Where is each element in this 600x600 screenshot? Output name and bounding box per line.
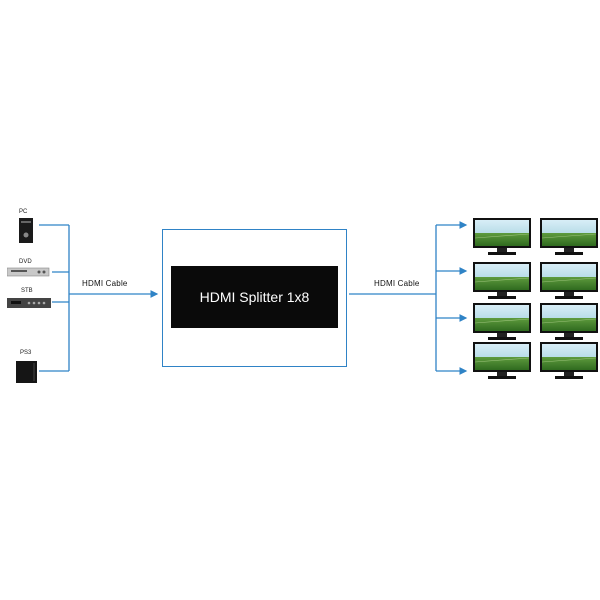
input-cable-label: HDMI Cable [82, 279, 128, 288]
tv-display-icon [473, 342, 531, 382]
source-label-ps3: PS3 [20, 350, 32, 356]
tv-display-icon [540, 303, 598, 343]
tv-display-icon [540, 342, 598, 382]
splitter-label: HDMI Splitter 1x8 [199, 289, 310, 305]
source-label-stb: STB [21, 288, 33, 294]
dvd-player-icon [7, 267, 50, 277]
tv-display-icon [473, 218, 531, 258]
pc-tower-icon [19, 218, 33, 243]
source-label-pc: PC [19, 209, 28, 215]
output-cable-label: HDMI Cable [374, 279, 420, 288]
tv-display-icon [540, 262, 598, 302]
splitter-device [171, 266, 338, 328]
set-top-box-icon [7, 298, 51, 308]
tv-display-icon [540, 218, 598, 258]
tv-display-icon [473, 262, 531, 302]
tv-display-icon [473, 303, 531, 343]
game-console-icon [16, 361, 37, 383]
source-label-dvd: DVD [19, 259, 32, 265]
splitter-frame [162, 229, 347, 367]
